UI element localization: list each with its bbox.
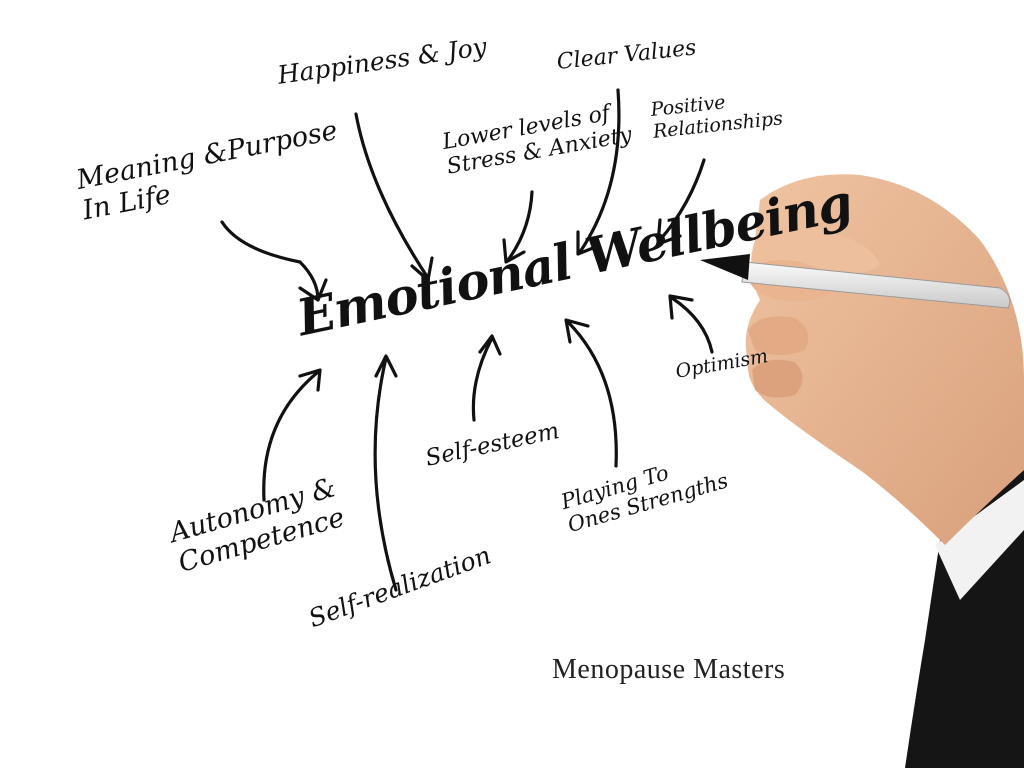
arrow-from-autonomy <box>262 368 322 502</box>
finger <box>748 316 809 355</box>
arrow-from-clear-values <box>576 88 621 256</box>
marker-tip <box>700 254 750 280</box>
arrow-from-optimism <box>668 294 714 354</box>
arrow-from-positive-relationships <box>656 158 706 246</box>
arrow-from-happiness <box>354 112 434 282</box>
shirt-cuff <box>935 480 1024 600</box>
marker-body <box>741 261 1011 309</box>
arrow-from-lower-stress <box>502 190 534 264</box>
caption-brand: Menopause Masters <box>552 654 786 685</box>
arrow-from-meaning <box>220 220 328 302</box>
finger <box>752 359 803 398</box>
arrow-from-self-esteem <box>471 334 502 422</box>
arrow-from-self-realization <box>373 354 398 592</box>
arrow-from-playing-strengths <box>564 318 618 468</box>
